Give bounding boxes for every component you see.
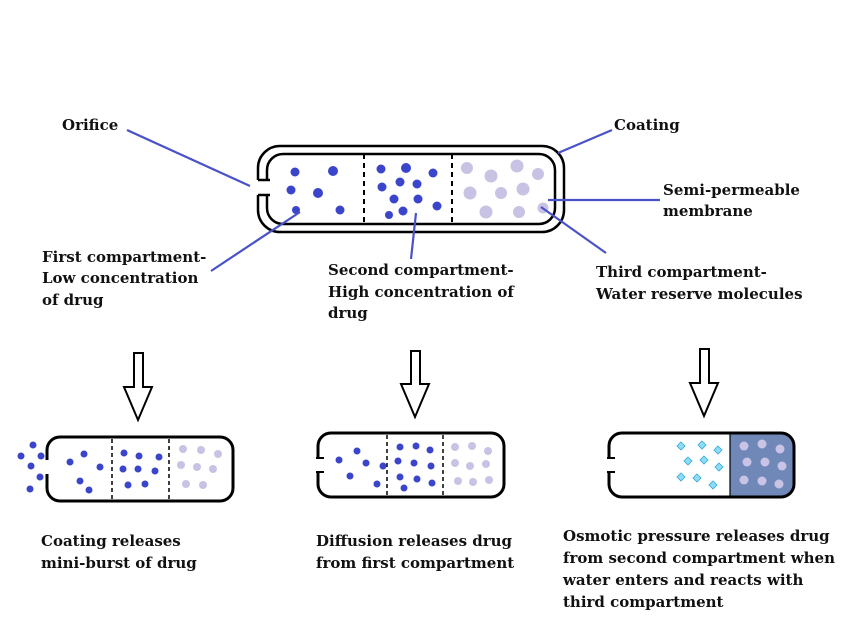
orifice-leader: [126, 128, 251, 188]
diffusion-caption-line-1: Diffusion releases drug: [316, 532, 513, 550]
second-compartment-drug-dots: [376, 163, 442, 219]
third-compartment-label-line-1: Third compartment-: [596, 263, 767, 281]
osmotic-caption-line-3: water enters and reacts with: [563, 571, 804, 589]
orifice-gap: [254, 180, 272, 195]
first-compartment-drug-dots: [286, 166, 345, 215]
arrow-down-3: [688, 348, 720, 419]
third-compartment-label-line-2: Water reserve molecules: [596, 285, 803, 303]
burst-drug-dots: [17, 441, 163, 494]
stage-2-capsule: [313, 431, 506, 499]
stage-1-capsule: [17, 435, 235, 503]
osmotic-caption-line-4: third compartment: [563, 593, 724, 611]
osmotic-caption-line-2: from second compartment when: [563, 549, 835, 567]
first-compartment-label-line-1: First compartment-: [42, 248, 207, 266]
coating-leader: [557, 128, 613, 155]
membrane-label-line-2: membrane: [663, 202, 753, 220]
main-capsule: [254, 144, 566, 234]
arrow-down-2: [399, 350, 431, 420]
second-compartment-label-line-2: High concentration of: [328, 283, 514, 301]
swollen-reserve-molecules: [739, 439, 787, 489]
coating-label: Coating: [614, 116, 680, 134]
coating-caption-line-1: Coating releases: [41, 532, 181, 550]
leader-lines: [126, 128, 660, 272]
second-compartment-label-line-1: Second compartment-: [328, 261, 514, 279]
down-arrows: [122, 348, 720, 423]
second-compartment-leader: [409, 212, 418, 260]
third-compartment-leader: [540, 206, 607, 254]
orifice-label: Orifice: [62, 116, 119, 134]
water-droplets: [676, 440, 724, 490]
second-compartment-label-line-3: drug: [328, 304, 368, 322]
arrow-down-1: [122, 352, 154, 423]
first-compartment-leader: [210, 211, 301, 272]
diffusion-caption-line-2: from first compartment: [316, 554, 515, 572]
coating-caption-line-2: mini-burst of drug: [41, 554, 197, 572]
first-compartment-label-line-3: of drug: [42, 291, 104, 309]
first-compartment-label-line-2: Low concentration: [42, 269, 199, 287]
third-compartment-water-reserve: [461, 159, 549, 219]
membrane-label-line-1: Semi-permeable: [663, 181, 800, 199]
stage-3-capsule: [604, 431, 796, 499]
osmotic-caption-line-1: Osmotic pressure releases drug: [563, 527, 830, 545]
